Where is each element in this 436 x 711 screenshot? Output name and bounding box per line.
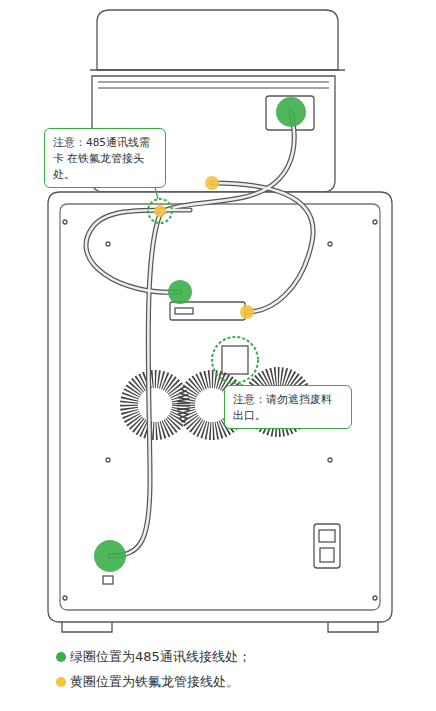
screw xyxy=(373,220,377,224)
dashed-highlight xyxy=(148,199,172,223)
upper-lines xyxy=(98,82,329,88)
waste-outlet xyxy=(222,346,248,374)
screw xyxy=(373,596,377,600)
screw xyxy=(63,596,67,600)
legend-text: 黄圈位置为铁氟龙管接线处。 xyxy=(70,673,239,691)
connector-panel xyxy=(170,302,245,320)
port-slot xyxy=(175,308,193,314)
green-marker xyxy=(94,540,126,572)
lid xyxy=(97,10,338,70)
cable xyxy=(86,210,190,292)
callout-box: 注意：请勿遮挡废料 出口。 xyxy=(224,385,352,429)
screw xyxy=(63,220,67,224)
legend-swatch xyxy=(56,677,66,687)
feet xyxy=(62,622,378,632)
teflon-tube xyxy=(212,183,313,312)
green-marker xyxy=(276,97,306,127)
screw xyxy=(106,458,110,462)
callout-text: 注意：485通讯线需卡 在铁氟龙管接头处。 xyxy=(53,134,157,182)
top-port xyxy=(266,96,314,130)
callout-box: 注意：485通讯线需卡 在铁氟龙管接头处。 xyxy=(44,128,166,188)
legend-row: 黄圈位置为铁氟龙管接线处。 xyxy=(56,673,239,691)
screw xyxy=(328,242,332,246)
yellow-marker xyxy=(240,305,254,319)
screw xyxy=(328,458,332,462)
yellow-marker xyxy=(205,176,219,190)
legend-row: 绿圈位置为485通讯线接线处； xyxy=(56,648,251,666)
back-panel xyxy=(60,204,380,610)
callout-text: 注意：请勿遮挡废料 出口。 xyxy=(233,391,343,423)
green-marker xyxy=(168,280,192,304)
lid-edge xyxy=(90,69,345,70)
power-switch xyxy=(319,530,335,542)
small-port xyxy=(103,576,113,584)
cable-core xyxy=(86,210,190,292)
dashed-highlight xyxy=(212,337,258,383)
screw xyxy=(106,242,110,246)
power-socket xyxy=(314,524,340,568)
main-body xyxy=(48,192,392,622)
yellow-marker xyxy=(154,205,166,217)
fan-grill xyxy=(129,379,181,431)
power-inlet xyxy=(320,548,334,562)
legend-swatch xyxy=(56,652,66,662)
teflon-tube-core xyxy=(212,183,313,312)
legend-text: 绿圈位置为485通讯线接线处； xyxy=(70,648,251,666)
